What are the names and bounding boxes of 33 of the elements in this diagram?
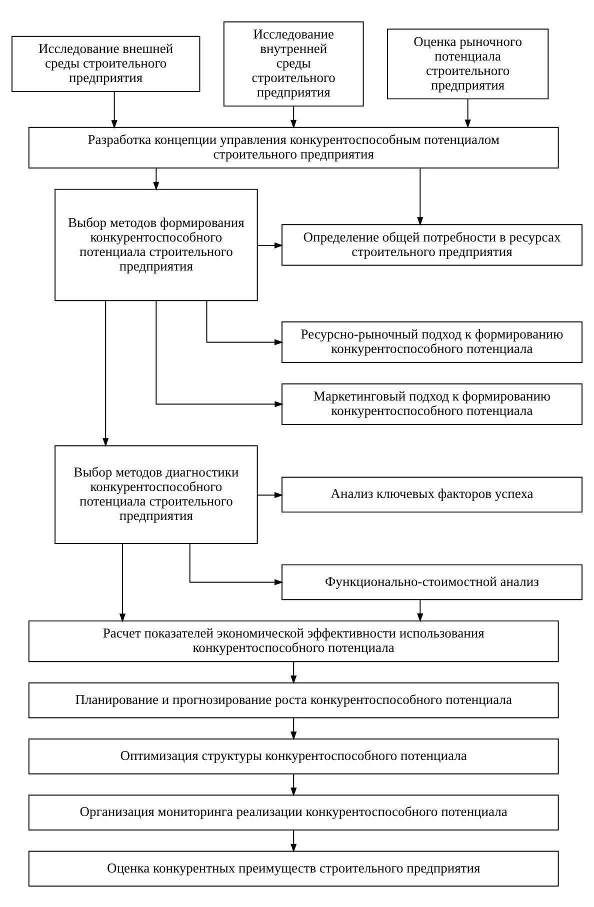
arrow <box>206 300 284 345</box>
arrow <box>417 167 424 226</box>
arrow <box>256 492 284 498</box>
arrow <box>156 300 284 407</box>
arrow <box>256 242 284 248</box>
arrow <box>290 772 297 796</box>
node-box: Оценка рыночного потенциала строительного предприятия <box>387 28 549 99</box>
arrow <box>464 98 471 128</box>
arrow <box>111 90 118 128</box>
node-box: Ресурсно-рыночный подход к формированию конкурентоспособного потенциала <box>282 320 582 363</box>
arrow <box>153 167 160 190</box>
arrow <box>290 829 297 852</box>
arrow <box>417 598 424 622</box>
node-box: Выбор методов формирования конкурентоспособного потенциала строительного предприятия <box>54 188 258 301</box>
node-box: Функционально-стоимостной анализ <box>282 564 582 600</box>
node-box: Исследование внутренней среды строительного предприятия <box>223 20 364 106</box>
node-box: Выбор методов диагностики конкурентоспособного потенциала строительного предприятия <box>54 444 258 544</box>
node-box: Разработка концепции управления конкурентоспособным потенциалом строительного предприятия <box>28 126 559 168</box>
arrow <box>189 542 284 585</box>
node-box: Маркетинговый подход к формированию конкурентоспособного потенциала <box>282 382 582 424</box>
arrow <box>290 716 297 740</box>
node-box: Определение общей потребности в ресурсах строительного предприятия <box>282 224 582 266</box>
node-box: Исследование внешней среды строительного предприятия <box>12 35 200 92</box>
node-box: Анализ ключевых факторов успеха <box>282 476 582 512</box>
node-box: Оптимизация структуры конкурентоспособного потенциала <box>28 738 559 774</box>
node-box: Организация мониторинга реализации конкурентоспособного потенциала <box>28 794 559 830</box>
arrow <box>102 300 109 446</box>
arrow <box>119 542 126 622</box>
node-box: Планирование и прогнозирование роста конкурентоспособного потенциала <box>28 682 559 718</box>
node-box: Оценка конкурентных преимуществ строительного предприятия <box>28 850 559 886</box>
node-box: Расчет показателей экономической эффективности использования конкурентоспособного потенциала <box>28 620 559 662</box>
arrow <box>290 105 297 128</box>
arrow <box>290 660 297 684</box>
